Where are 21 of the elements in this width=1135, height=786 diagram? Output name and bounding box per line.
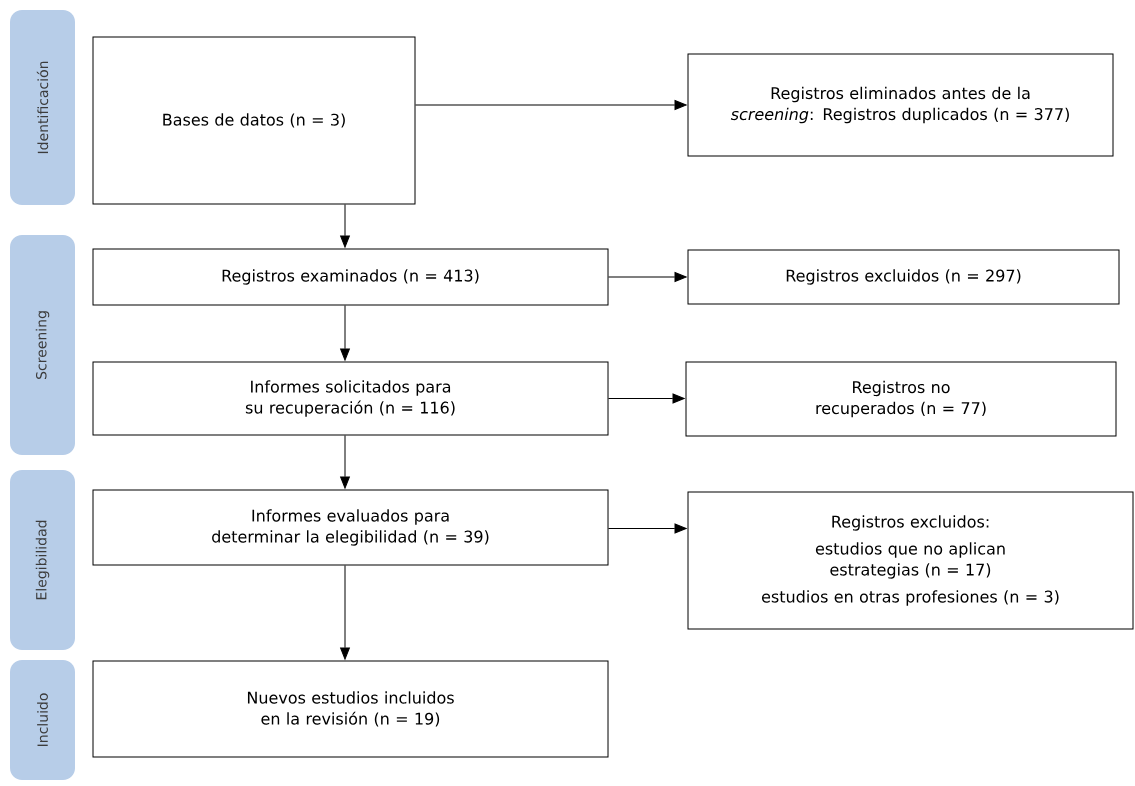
arrow	[340, 204, 350, 248]
process-box: Registros eliminados antes de la screening: Registros duplicados (n = 377)	[687, 53, 1114, 157]
phase-band: Identificación	[10, 10, 75, 205]
process-box: Informes solicitados para su recuperación (n = 116)	[92, 361, 609, 436]
phase-band: Elegibilidad	[10, 470, 75, 650]
process-box: Bases de datos (n = 3)	[92, 36, 416, 205]
arrow	[608, 272, 687, 282]
process-box: Registros excluidos (n = 297)	[687, 249, 1120, 305]
arrow	[608, 393, 685, 404]
arrow	[340, 565, 350, 660]
process-box: Registros no recuperados (n = 77)	[685, 361, 1117, 437]
process-box: Informes evaluados para determinar la elegibilidad (n = 39)	[92, 489, 609, 566]
process-box: Registros examinados (n = 413)	[92, 248, 609, 306]
arrow	[340, 435, 350, 489]
arrow	[415, 100, 687, 110]
arrow	[340, 305, 350, 361]
process-box: Nuevos estudios incluidos en la revisión (n = 19)	[92, 660, 609, 758]
phase-band: Incluido	[10, 660, 75, 780]
process-box: Registros excluidos: estudios que no aplican estrategias (n = 17) estudios en otras profesiones (n = 3)	[687, 491, 1134, 630]
arrow	[608, 523, 687, 534]
phase-band: Screening	[10, 235, 75, 455]
